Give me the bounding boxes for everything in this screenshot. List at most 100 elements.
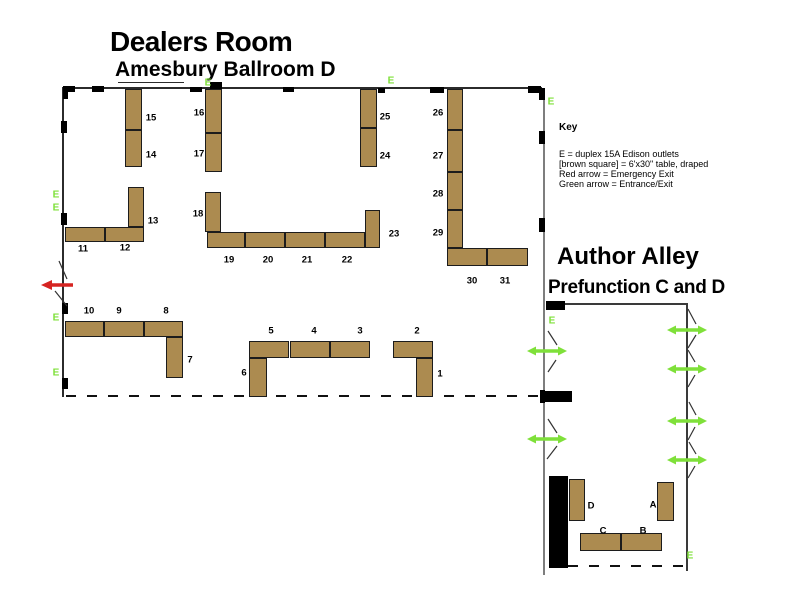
table-12	[105, 227, 144, 242]
table-label-31: 31	[499, 275, 511, 287]
emergency-exit-arrowhead	[41, 280, 52, 290]
table-label-21: 21	[301, 254, 313, 266]
table-B	[621, 533, 662, 551]
wall-tick	[63, 86, 75, 92]
entrance-exit-arrowhead	[558, 434, 567, 444]
table-26	[447, 89, 463, 130]
wall-tick	[62, 378, 68, 389]
wall-tick	[61, 121, 67, 133]
door-block-junction	[540, 390, 545, 403]
table-label-29: 29	[432, 227, 444, 239]
wall-segment	[543, 88, 545, 575]
door-swing-line	[687, 465, 696, 479]
table-label-4: 4	[311, 325, 317, 337]
table-label-3: 3	[357, 325, 363, 337]
table-29	[447, 210, 463, 248]
table-label-12: 12	[119, 242, 131, 254]
wall-tick	[190, 87, 202, 92]
table-19	[207, 232, 245, 248]
table-1	[416, 358, 433, 397]
table-16	[205, 89, 222, 133]
table-2	[393, 341, 433, 358]
outlet-e: E	[204, 77, 212, 89]
entrance-exit-arrowhead	[698, 416, 707, 426]
key-line-table: [brown square] = 6'x30" table, draped	[559, 159, 709, 169]
outlet-e: E	[548, 315, 556, 327]
table-label-25: 25	[379, 111, 391, 123]
door-swing-line	[546, 445, 558, 460]
door-swing-line	[547, 418, 558, 434]
entrance-exit-arrowhead	[698, 364, 707, 374]
table-23	[365, 210, 380, 248]
door-swing-line	[547, 359, 557, 373]
entrance-exit-arrowhead	[527, 346, 536, 356]
table-A	[657, 482, 674, 521]
wall-tick	[283, 87, 294, 92]
subtitle-underline	[118, 82, 184, 83]
door-swing-line	[687, 349, 696, 363]
dashed-boundary	[66, 395, 541, 397]
table-21	[285, 232, 325, 248]
table-8	[144, 321, 183, 337]
wall-tick	[61, 213, 67, 225]
table-18	[205, 192, 221, 232]
table-label-28: 28	[432, 188, 444, 200]
table-label-23: 23	[388, 228, 400, 240]
wall-tick	[92, 86, 104, 92]
table-25	[360, 89, 377, 128]
wall-segment	[62, 87, 64, 397]
author-alley-title: Author Alley	[557, 243, 699, 270]
table-label-6: 6	[241, 367, 247, 379]
door-swing-line	[547, 330, 558, 346]
table-label-C: C	[599, 525, 607, 537]
wall-tick	[539, 218, 545, 232]
table-label-13: 13	[147, 215, 159, 227]
table-22	[325, 232, 365, 248]
table-label-16: 16	[193, 107, 205, 119]
wall-tick	[430, 87, 444, 93]
table-label-11: 11	[77, 243, 89, 255]
table-label-7: 7	[187, 354, 193, 366]
table-label-A: A	[649, 499, 657, 511]
table-28	[447, 172, 463, 210]
entrance-exit-arrowhead	[558, 346, 567, 356]
door-swing-line	[687, 334, 697, 349]
table-label-9: 9	[116, 305, 122, 317]
entrance-exit-arrowhead	[667, 455, 676, 465]
wall-segment	[63, 87, 542, 89]
table-label-19: 19	[223, 254, 235, 266]
dashed-boundary	[568, 565, 687, 567]
stage-block	[549, 476, 568, 568]
entrance-exit-arrowhead	[698, 325, 707, 335]
door-swing-line	[688, 441, 697, 455]
table-17	[205, 133, 222, 172]
table-label-18: 18	[192, 208, 204, 220]
table-label-5: 5	[268, 325, 274, 337]
table-20	[245, 232, 285, 248]
author-alley-subtitle: Prefunction C and D	[548, 277, 725, 298]
table-5	[249, 341, 289, 358]
wall-tick	[63, 86, 68, 99]
table-15	[125, 89, 142, 130]
table-label-27: 27	[432, 150, 444, 162]
wall-segment	[546, 303, 687, 305]
entrance-exit-arrowhead	[667, 364, 676, 374]
table-label-26: 26	[432, 107, 444, 119]
entrance-exit-arrowhead	[698, 455, 707, 465]
key-line-outlets: E = duplex 15A Edison outlets	[559, 149, 679, 159]
entrance-exit-arrowhead	[667, 325, 676, 335]
table-7	[166, 337, 183, 378]
table-label-2: 2	[414, 325, 420, 337]
door-swing-line	[688, 401, 697, 416]
wall-tick	[210, 82, 222, 89]
table-label-8: 8	[163, 305, 169, 317]
outlet-e: E	[52, 202, 60, 214]
table-label-14: 14	[145, 149, 157, 161]
outlet-e: E	[387, 75, 395, 87]
table-C	[580, 533, 621, 551]
table-label-17: 17	[193, 148, 205, 160]
outlet-e: E	[52, 367, 60, 379]
outlet-e: E	[52, 312, 60, 324]
entrance-exit-arrowhead	[527, 434, 536, 444]
